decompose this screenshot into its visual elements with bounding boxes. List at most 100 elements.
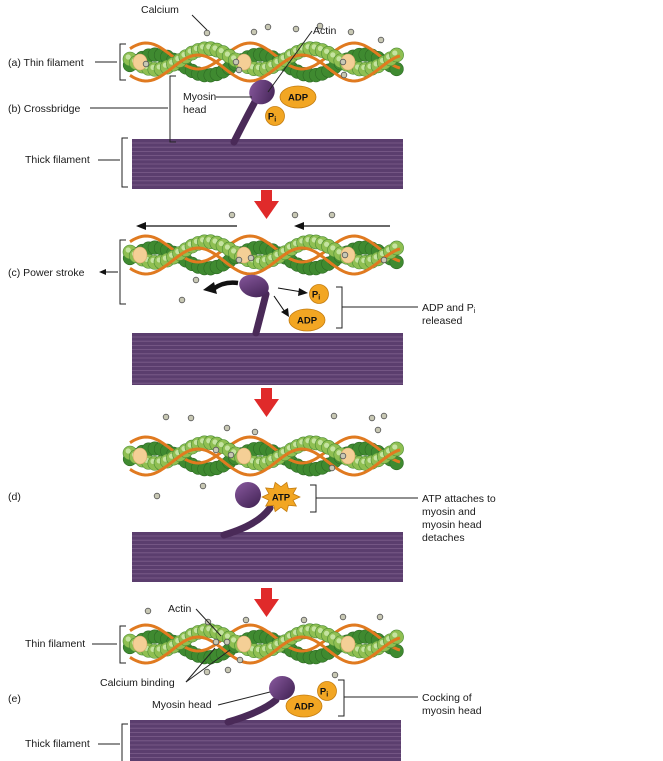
myosin-head-b bbox=[230, 79, 275, 146]
step-e-label: (e) bbox=[8, 693, 21, 705]
calcium-ion-11 bbox=[340, 71, 348, 79]
release-arrows bbox=[273, 287, 308, 317]
step-d-label: (d) bbox=[8, 491, 21, 503]
adp-molecule-b: ADP bbox=[279, 85, 317, 109]
pi-molecule-e-text: Pi bbox=[320, 687, 328, 699]
pi-molecule-b-text: Pi bbox=[268, 112, 276, 124]
calcium-ion-3 bbox=[264, 23, 272, 31]
pi-molecule-b: Pi bbox=[265, 106, 285, 126]
pi-molecule-e: Pi bbox=[317, 681, 337, 701]
calcium-ion-41 bbox=[376, 613, 384, 621]
thick-filament-e-label: Thick filament bbox=[25, 738, 90, 750]
calcium-ion-14 bbox=[291, 211, 299, 219]
calcium-ion-15 bbox=[328, 211, 336, 219]
adp-molecule-c: ADP bbox=[288, 308, 326, 332]
thick-filament-1 bbox=[132, 139, 403, 189]
thick-filament-4 bbox=[130, 720, 401, 761]
myosin-head-label-2: head bbox=[183, 104, 207, 116]
power-stroke-c-label: (c) Power stroke bbox=[8, 267, 85, 279]
atp-molecule-d: ATP bbox=[261, 481, 301, 513]
atp-molecule-d-text: ATP bbox=[272, 493, 291, 504]
calcium-ion-18 bbox=[235, 256, 243, 264]
thin-filament-e-label: Thin filament bbox=[25, 638, 85, 650]
atp-attaches-label-3: myosin head bbox=[422, 519, 482, 531]
calcium-ion-25 bbox=[251, 428, 259, 436]
adp-molecule-b-text: ADP bbox=[288, 93, 309, 104]
calcium-ion-44 bbox=[236, 656, 244, 664]
red-arrow-1 bbox=[254, 190, 279, 219]
calcium-ion-23 bbox=[187, 414, 195, 422]
calcium-ion-8 bbox=[142, 60, 150, 68]
thick-filament-2 bbox=[132, 333, 403, 385]
calcium-ion-31 bbox=[227, 451, 235, 459]
thin-filament-d bbox=[122, 435, 404, 477]
calcium-ion-39 bbox=[339, 613, 347, 621]
cocking-label-1: Cocking of bbox=[422, 692, 472, 704]
calcium-ion-13 bbox=[228, 211, 236, 219]
calcium-ion-6 bbox=[347, 28, 355, 36]
calcium-ion-38 bbox=[242, 616, 250, 624]
calcium-ion-4 bbox=[292, 25, 300, 33]
calcium-ion-12 bbox=[235, 66, 243, 74]
calcium-ion-17 bbox=[178, 296, 186, 304]
calcium-ion-21 bbox=[380, 256, 388, 264]
calcium-ion-36 bbox=[144, 607, 152, 615]
crossbridge-b-label: (b) Crossbridge bbox=[8, 103, 81, 115]
myosin-head-e bbox=[224, 675, 295, 726]
adp-pi-released-label-1: ADP and Pi bbox=[422, 302, 476, 315]
thin-filament-e bbox=[122, 623, 404, 665]
thick-filament-label: Thick filament bbox=[25, 154, 90, 166]
calcium-ion-10 bbox=[339, 58, 347, 66]
thin-filament-a bbox=[122, 41, 404, 83]
calcium-ion-19 bbox=[247, 254, 255, 262]
calcium-ion-33 bbox=[328, 464, 336, 472]
calcium-ion-7 bbox=[377, 36, 385, 44]
calcium-ion-24 bbox=[223, 424, 231, 432]
calcium-ion-40 bbox=[300, 616, 308, 624]
myosin-head-d bbox=[220, 482, 274, 539]
calcium-ion-9 bbox=[232, 58, 240, 66]
red-arrow-2 bbox=[254, 388, 279, 417]
cocking-label-2: myosin head bbox=[422, 705, 482, 717]
calcium-ion-32 bbox=[339, 452, 347, 460]
calcium-label: Calcium bbox=[141, 4, 179, 16]
actin-e-label: Actin bbox=[168, 603, 192, 615]
calcium-ion-34 bbox=[153, 492, 161, 500]
slide-arrow-left bbox=[136, 222, 237, 230]
adp-molecule-e-text: ADP bbox=[294, 702, 315, 713]
slide-arrow-right bbox=[294, 222, 390, 230]
calcium-ion-20 bbox=[341, 251, 349, 259]
pi-molecule-c-text: Pi bbox=[312, 290, 320, 302]
atp-attaches-label-1: ATP attaches to bbox=[422, 493, 496, 505]
calcium-ion-43 bbox=[223, 638, 231, 646]
calcium-ion-45 bbox=[224, 666, 232, 674]
power-stroke-leader-arrow bbox=[99, 269, 118, 275]
myosin-head-c bbox=[239, 274, 270, 337]
calcium-ion-46 bbox=[203, 668, 211, 676]
myosin-head-e-label: Myosin head bbox=[152, 699, 212, 711]
calcium-ion-5 bbox=[316, 22, 324, 30]
adp-molecule-e: ADP bbox=[285, 694, 323, 718]
calcium-ion-27 bbox=[368, 414, 376, 422]
power-stroke-arrow bbox=[203, 280, 239, 294]
actin-label: Actin bbox=[313, 25, 337, 37]
calcium-ion-1 bbox=[203, 29, 211, 37]
pi-molecule-c: Pi bbox=[309, 284, 329, 304]
calcium-ion-29 bbox=[374, 426, 382, 434]
calcium-ion-22 bbox=[162, 413, 170, 421]
adp-molecule-c-text: ADP bbox=[297, 316, 318, 327]
calcium-ion-16 bbox=[192, 276, 200, 284]
atp-attaches-label-4: detaches bbox=[422, 532, 465, 544]
atp-attaches-label-2: myosin and bbox=[422, 506, 476, 518]
myosin-head-label-1: Myosin bbox=[183, 91, 216, 103]
calcium-ion-28 bbox=[380, 412, 388, 420]
red-arrow-3 bbox=[254, 588, 279, 617]
thin-filament-c bbox=[122, 234, 404, 276]
adp-pi-released-label-2: released bbox=[422, 315, 462, 327]
calcium-ion-2 bbox=[250, 28, 258, 36]
thin-filament-a-label: (a) Thin filament bbox=[8, 57, 84, 69]
calcium-ion-42 bbox=[212, 638, 220, 646]
thick-filament-3 bbox=[132, 532, 403, 582]
